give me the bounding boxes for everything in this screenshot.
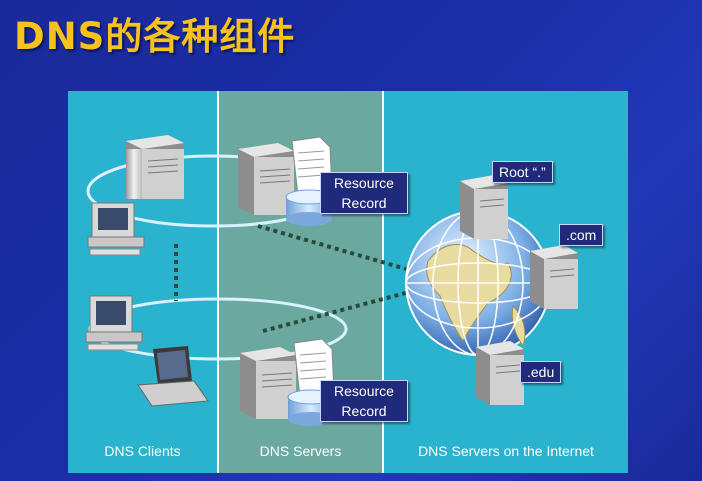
slide-title: DNS的各种组件: [14, 15, 296, 58]
diagram-graphics: [85, 135, 578, 426]
com-server-icon: [530, 245, 578, 309]
client-laptop-icon: [137, 346, 209, 407]
edu-label: .edu: [520, 361, 562, 383]
diagram: DNS Clients DNS Servers DNS Servers on t…: [68, 91, 628, 473]
resource-record-label-bottom: Resource Record: [320, 380, 408, 422]
root-label: Root “.”: [492, 161, 553, 183]
dns-server-icon: [238, 143, 294, 215]
panel-label-clients: DNS Clients: [104, 443, 181, 459]
dns-server-icon: [240, 347, 296, 419]
edu-server-icon: [476, 341, 524, 405]
dotted-links: [174, 224, 414, 333]
client-desktop-icon: [85, 295, 143, 351]
divider: [382, 91, 384, 473]
client-tower-icon: [126, 135, 184, 199]
root-server-icon: [460, 175, 508, 239]
resource-record-label-top: Resource Record: [320, 172, 408, 214]
client-desktop-icon: [87, 202, 145, 256]
panel-label-internet: DNS Servers on the Internet: [418, 443, 594, 459]
divider: [217, 91, 219, 473]
panel-label-servers: DNS Servers: [259, 443, 342, 459]
com-label: .com: [559, 224, 604, 246]
